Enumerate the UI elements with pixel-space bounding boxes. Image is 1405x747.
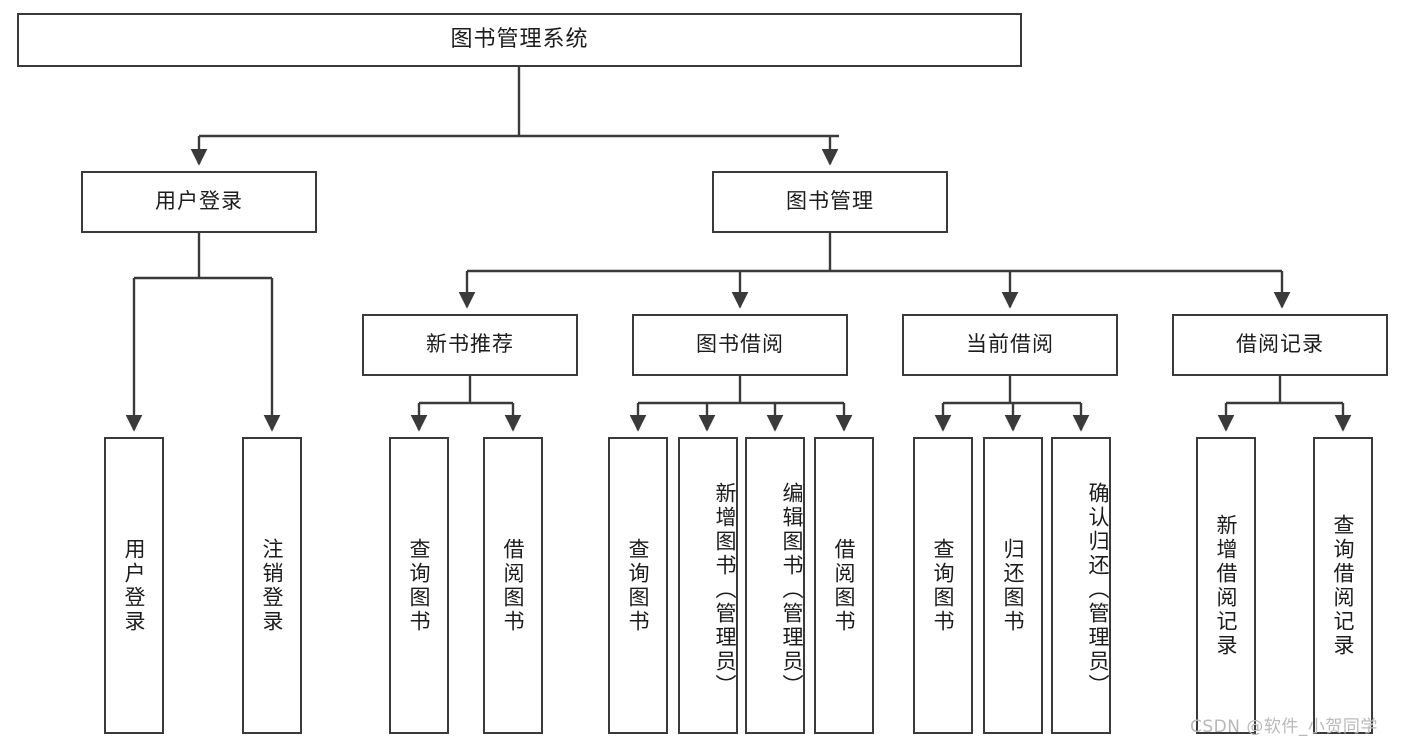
node-book-borrow-label: 图书借阅	[696, 332, 784, 357]
node-user-login-label: 用户登录	[155, 189, 243, 214]
csdn-watermark: CSDN @软件_小贺同学	[1190, 717, 1378, 737]
node-new-book-rec-label: 新书推荐	[426, 332, 514, 357]
leaf-rec-borrow-book-label: 借阅图书	[501, 537, 526, 634]
leaf-rec-query-book-label: 查询图书	[407, 537, 432, 634]
leaf-rec-add-record[interactable]: 新增借阅记录	[1196, 437, 1256, 734]
node-current-borrow[interactable]: 当前借阅	[902, 314, 1118, 376]
leaf-user-login[interactable]: 用户登录	[104, 437, 164, 734]
node-current-borrow-label: 当前借阅	[966, 332, 1054, 357]
leaf-cur-confirm-return[interactable]: 确认归还（管理员）	[1051, 437, 1111, 734]
leaf-cur-confirm-return-label: 确认归还（管理员）	[1086, 481, 1110, 698]
leaf-cur-return-book[interactable]: 归还图书	[983, 437, 1043, 734]
leaf-rec-query-record-label: 查询借阅记录	[1331, 513, 1356, 658]
leaf-user-logout-label: 注销登录	[260, 537, 285, 634]
node-borrow-record-label: 借阅记录	[1236, 332, 1324, 357]
node-new-book-rec[interactable]: 新书推荐	[362, 314, 578, 376]
leaf-cur-return-book-label: 归还图书	[1001, 537, 1026, 634]
leaf-borrow-borrow-book[interactable]: 借阅图书	[814, 437, 874, 734]
node-book-manage-label: 图书管理	[786, 189, 874, 214]
leaf-user-login-label: 用户登录	[122, 537, 147, 634]
leaf-rec-query-book[interactable]: 查询图书	[389, 437, 449, 734]
node-root-label: 图书管理系统	[450, 26, 589, 52]
leaf-borrow-edit-book[interactable]: 编辑图书（管理员）	[745, 437, 805, 734]
node-user-login[interactable]: 用户登录	[81, 171, 317, 233]
leaf-borrow-edit-book-label: 编辑图书（管理员）	[780, 481, 804, 698]
node-book-manage[interactable]: 图书管理	[712, 171, 948, 233]
leaf-borrow-query-book[interactable]: 查询图书	[608, 437, 668, 734]
leaf-user-logout[interactable]: 注销登录	[242, 437, 302, 734]
node-root[interactable]: 图书管理系统	[17, 13, 1022, 67]
leaf-rec-add-record-label: 新增借阅记录	[1214, 513, 1239, 658]
leaf-rec-query-record[interactable]: 查询借阅记录	[1313, 437, 1373, 734]
leaf-borrow-add-book-label: 新增图书（管理员）	[713, 481, 737, 698]
leaf-cur-query-book[interactable]: 查询图书	[913, 437, 973, 734]
leaf-borrow-query-book-label: 查询图书	[626, 537, 651, 634]
node-book-borrow[interactable]: 图书借阅	[632, 314, 848, 376]
leaf-cur-query-book-label: 查询图书	[931, 537, 956, 634]
leaf-borrow-add-book[interactable]: 新增图书（管理员）	[678, 437, 738, 734]
leaf-borrow-borrow-book-label: 借阅图书	[832, 537, 857, 634]
leaf-rec-borrow-book[interactable]: 借阅图书	[483, 437, 543, 734]
node-borrow-record[interactable]: 借阅记录	[1172, 314, 1388, 376]
